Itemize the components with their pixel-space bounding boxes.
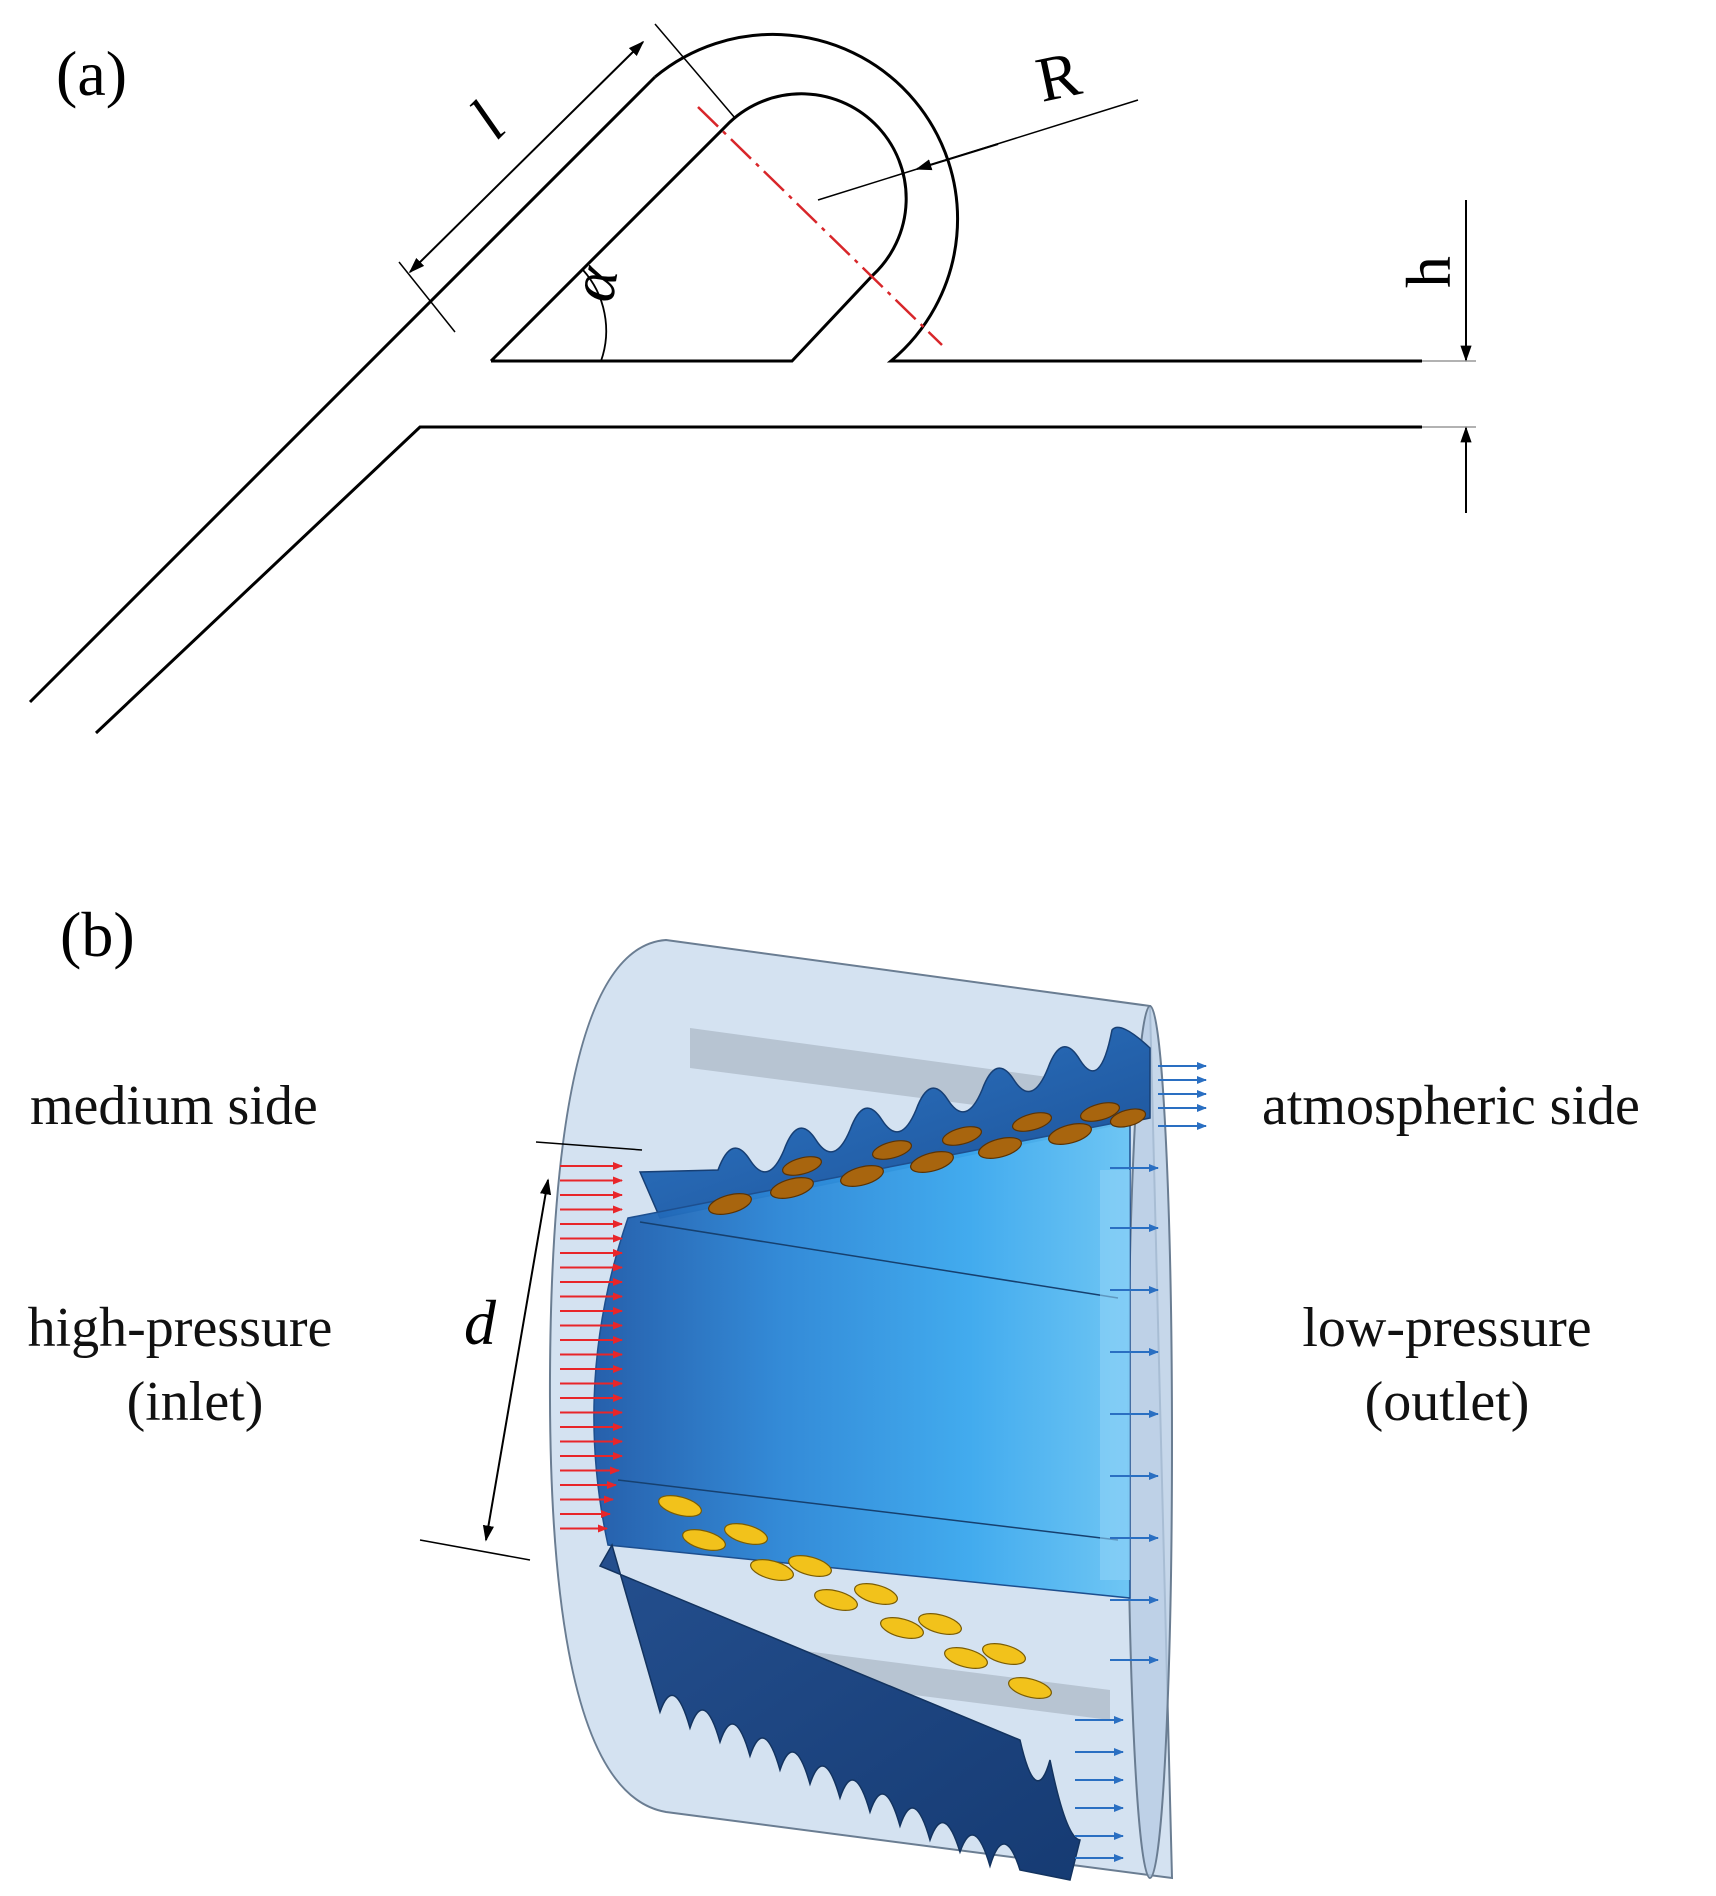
d-extension-top — [535, 1141, 643, 1151]
dim-l-label: l — [456, 89, 519, 152]
core-right-face — [1100, 1170, 1130, 1580]
upper-inclined-wall — [28, 75, 657, 704]
shell-right-face — [1127, 1005, 1173, 1879]
d-dimension-line — [482, 1178, 552, 1542]
tooth-outer-profile — [654, 32, 1422, 363]
tooth-inner-profile — [489, 92, 908, 363]
lower-teeth — [658, 1495, 1052, 1699]
outlet-label-line1: low-pressure — [1302, 1297, 1591, 1359]
panel-a-label: (a) — [56, 38, 127, 109]
inlet-pressure-arrows — [560, 1162, 623, 1533]
panel-b-3d-model: (b) medium side atmospheric side high-pr… — [28, 899, 1640, 1881]
dim-d-label: d — [464, 1287, 497, 1358]
tooth-centerline — [697, 106, 943, 346]
inlet-label-line1: high-pressure — [28, 1297, 333, 1359]
l-extension-top — [654, 23, 736, 119]
upper-teeth — [708, 1102, 1147, 1215]
core-seam-upper — [639, 1221, 1119, 1299]
fluid-domain-core — [593, 1119, 1131, 1599]
panel-b-label: (b) — [60, 899, 135, 970]
dim-R-label: R — [1030, 37, 1087, 115]
alpha-label: α — [556, 260, 632, 307]
dimension-h: h — [1393, 200, 1476, 513]
dimension-d: d — [419, 1141, 643, 1561]
atmospheric-side-label: atmospheric side — [1262, 1075, 1640, 1137]
dimension-R: R — [817, 37, 1139, 201]
outlet-label-line2: (outlet) — [1365, 1371, 1530, 1433]
dim-h-label: h — [1393, 256, 1464, 288]
inlet-label-line2: (inlet) — [127, 1371, 264, 1433]
l-extension-bottom — [398, 261, 456, 333]
angle-alpha: α — [556, 260, 632, 362]
d-extension-bottom — [419, 1539, 531, 1561]
medium-side-label: medium side — [30, 1075, 318, 1137]
core-seam-lower — [617, 1479, 1119, 1541]
panel-a-schematic: (a) l R α — [28, 23, 1476, 735]
l-dimension-line — [408, 40, 645, 274]
lower-rib-band — [598, 1543, 1081, 1881]
channel-walls — [28, 32, 1422, 735]
lower-wall — [94, 425, 1422, 735]
outlet-pressure-arrows — [1075, 1062, 1207, 1862]
R-arrow — [915, 143, 999, 171]
alpha-arc — [582, 269, 608, 362]
